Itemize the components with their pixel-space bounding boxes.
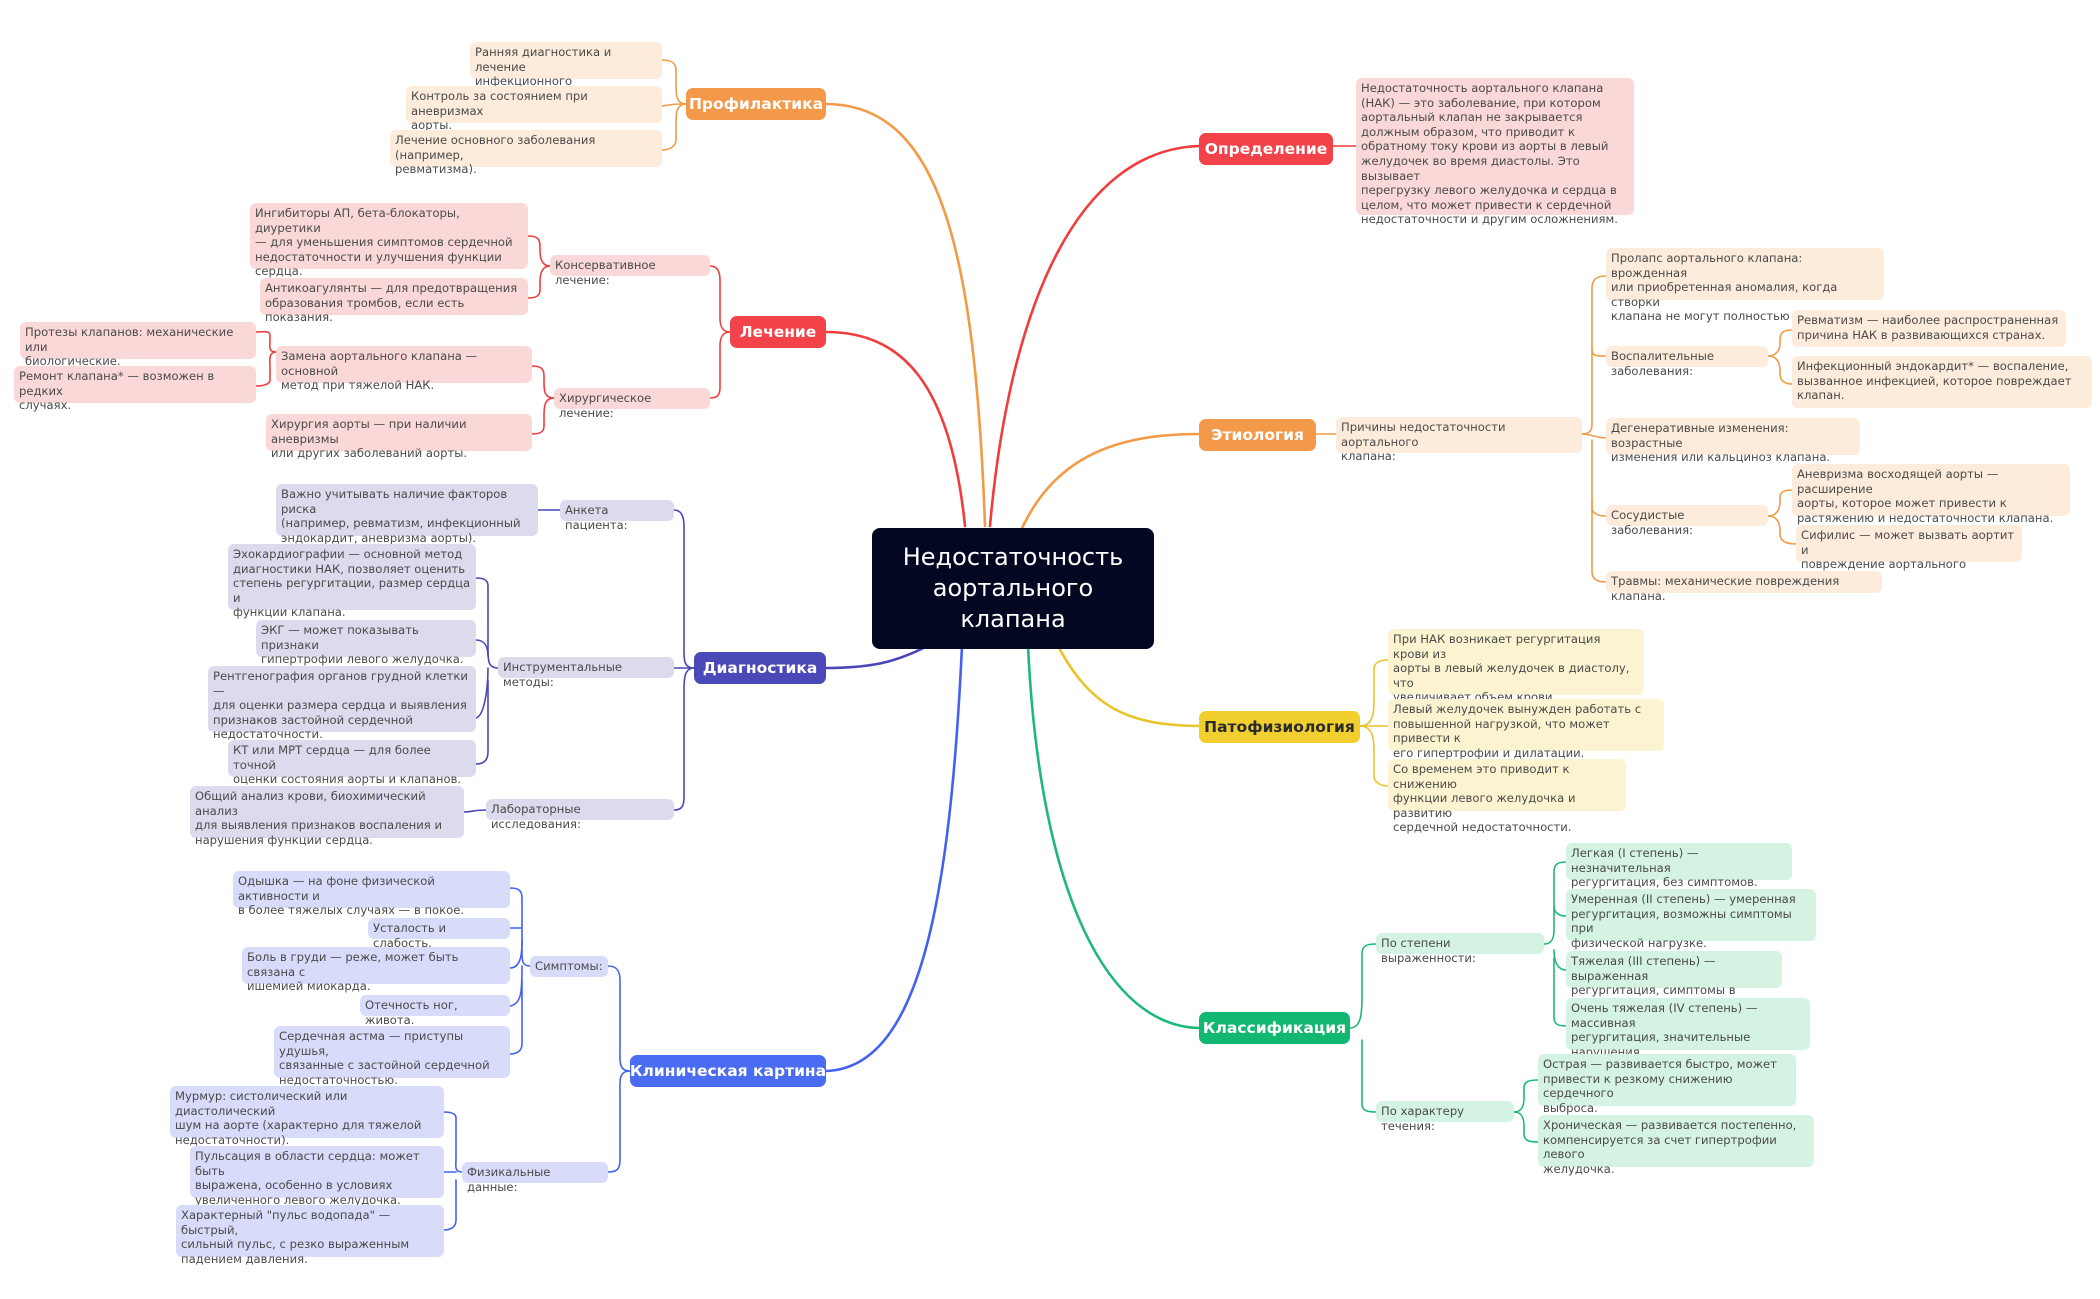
physical-pulsation[interactable]: Пульсация в области сердца: может быть в… xyxy=(190,1146,444,1207)
branch-etiology[interactable]: Этиология xyxy=(1199,419,1316,451)
etiology-endocarditis[interactable]: Инфекционный эндокардит* — воспаление, в… xyxy=(1792,356,2092,408)
root-topic[interactable]: Недостаточность аортального клапана xyxy=(872,528,1154,649)
etiology-aneurysm[interactable]: Аневризма восходящей аорты — расширение … xyxy=(1792,464,2070,525)
course-chronic[interactable]: Хроническая — развивается постепенно, ко… xyxy=(1538,1115,1814,1176)
symptom-edema[interactable]: Отечность ног, живота. xyxy=(360,995,510,1027)
branch-treatment[interactable]: Лечение xyxy=(730,316,826,348)
branch-classification[interactable]: Классификация xyxy=(1199,1012,1350,1044)
etiology-trauma[interactable]: Травмы: механические повреждения клапана… xyxy=(1606,571,1882,603)
treatment-valve-repair[interactable]: Ремонт клапана* — возможен в редких случ… xyxy=(14,366,256,412)
physical-water-hammer-pulse[interactable]: Характерный "пульс водопада" — быстрый, … xyxy=(176,1205,444,1266)
etiology-causes[interactable]: Причины недостаточности аортального клап… xyxy=(1336,417,1582,463)
branch-clinical[interactable]: Клиническая картина xyxy=(630,1055,826,1087)
treatment-prostheses[interactable]: Протезы клапанов: механические или биоло… xyxy=(20,322,256,368)
diagnostics-xray[interactable]: Рентгенография органов грудной клетки — … xyxy=(208,666,476,741)
branch-pathophysiology[interactable]: Патофизиология xyxy=(1199,711,1360,743)
diagnostics-echo[interactable]: Эхокардиографии — основной метод диагнос… xyxy=(228,544,476,619)
etiology-rheumatism[interactable]: Ревматизм — наиболее распространенная пр… xyxy=(1792,310,2066,347)
physical-murmur[interactable]: Мурмур: систолический или диастолический… xyxy=(170,1086,444,1147)
classification-severity[interactable]: По степени выраженности: xyxy=(1376,933,1544,965)
severity-grade-3[interactable]: Тяжелая (III степень) — выраженная регур… xyxy=(1566,951,1782,1012)
prevention-endocarditis[interactable]: Ранняя диагностика и лечение инфекционно… xyxy=(470,42,662,103)
severity-grade-2[interactable]: Умеренная (II степень) — умеренная регур… xyxy=(1566,889,1816,950)
etiology-syphilis[interactable]: Сифилис — может вызвать аортит и поврежд… xyxy=(1796,525,2022,586)
pathophysiology-regurgitation[interactable]: При НАК возникает регургитация крови из … xyxy=(1388,629,1644,734)
diagnostics-risk-factors[interactable]: Важно учитывать наличие факторов риска (… xyxy=(276,484,538,545)
diagnostics-ct-mri[interactable]: КТ или МРТ сердца — для более точной оце… xyxy=(228,740,476,786)
severity-grade-4[interactable]: Очень тяжелая (IV степень) — массивная р… xyxy=(1566,998,1810,1073)
branch-prevention[interactable]: Профилактика xyxy=(686,88,826,120)
pathophysiology-heart-failure[interactable]: Со временем это приводит к снижению функ… xyxy=(1388,759,1626,834)
diagnostics-instrumental[interactable]: Инструментальные методы: xyxy=(498,657,674,689)
etiology-degenerative[interactable]: Дегенеративные изменения: возрастные изм… xyxy=(1606,418,1860,464)
symptom-fatigue[interactable]: Усталость и слабость. xyxy=(368,918,510,950)
treatment-conservative[interactable]: Консервативное лечение: xyxy=(550,255,710,287)
diagnostics-ecg[interactable]: ЭКГ — может показывать признаки гипертро… xyxy=(256,620,476,666)
classification-course[interactable]: По характеру течения: xyxy=(1376,1101,1514,1133)
etiology-vascular[interactable]: Сосудистые заболевания: xyxy=(1606,505,1768,537)
treatment-surgical[interactable]: Хирургическое лечение: xyxy=(554,388,710,420)
etiology-inflammatory[interactable]: Воспалительные заболевания: xyxy=(1606,346,1768,378)
treatment-valve-replacement[interactable]: Замена аортального клапана — основной ме… xyxy=(276,346,532,392)
branch-definition[interactable]: Определение xyxy=(1199,133,1333,165)
treatment-aorta-surgery[interactable]: Хирургия аорты — при наличии аневризмы и… xyxy=(266,414,532,460)
severity-grade-1[interactable]: Легкая (I степень) — незначительная регу… xyxy=(1566,843,1792,889)
diagnostics-blood-test[interactable]: Общий анализ крови, биохимический анализ… xyxy=(190,786,464,847)
diagnostics-lab[interactable]: Лабораторные исследования: xyxy=(486,799,674,831)
symptom-dyspnea[interactable]: Одышка — на фоне физической активности и… xyxy=(233,871,510,917)
symptom-chest-pain[interactable]: Боль в груди — реже, может быть связана … xyxy=(242,947,510,993)
treatment-anticoagulants[interactable]: Антикоагулянты — для предотвращения обра… xyxy=(260,278,528,324)
definition-text[interactable]: Недостаточность аортального клапана (НАК… xyxy=(1356,78,1634,226)
etiology-prolapse[interactable]: Пролапс аортального клапана: врожденная … xyxy=(1606,248,1884,323)
prevention-aneurysm-control[interactable]: Контроль за состоянием при аневризмах ао… xyxy=(406,86,662,132)
clinical-symptoms[interactable]: Симптомы: xyxy=(530,956,608,977)
treatment-drugs[interactable]: Ингибиторы АП, бета-блокаторы, диуретики… xyxy=(250,203,528,278)
prevention-underlying-disease[interactable]: Лечение основного заболевания (например,… xyxy=(390,130,662,176)
diagnostics-survey[interactable]: Анкета пациента: xyxy=(560,500,674,532)
course-acute[interactable]: Острая — развивается быстро, может приве… xyxy=(1538,1054,1796,1115)
pathophysiology-lv-load[interactable]: Левый желудочек вынужден работать с повы… xyxy=(1388,699,1664,760)
branch-diagnostics[interactable]: Диагностика xyxy=(694,652,826,684)
clinical-physical[interactable]: Физикальные данные: xyxy=(462,1162,608,1194)
symptom-cardiac-asthma[interactable]: Сердечная астма — приступы удушья, связа… xyxy=(274,1026,510,1087)
